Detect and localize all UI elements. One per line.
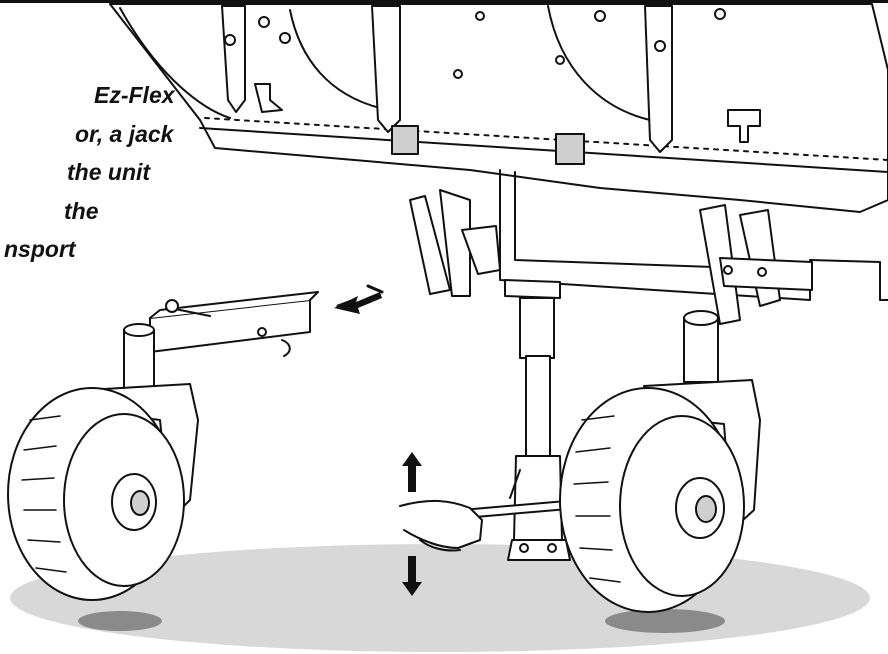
caption-line: the xyxy=(64,197,99,224)
direction-arrows xyxy=(334,284,422,596)
caption-line: nsport xyxy=(4,236,76,262)
left-caster-wheel xyxy=(7,383,199,601)
right-caster-wheel xyxy=(559,310,761,613)
carrier-frame xyxy=(409,169,888,325)
caption-line: or, a jack xyxy=(75,120,174,147)
bottle-jack xyxy=(437,297,581,561)
detached-hitch-arm xyxy=(123,291,319,395)
caption-line: the unit xyxy=(67,159,151,185)
page-top-rule xyxy=(0,0,888,3)
hand xyxy=(399,499,483,552)
mower-deck xyxy=(109,3,888,213)
caption-line: Ez-Flex xyxy=(94,82,175,108)
instruction-caption: Ez-Flex or, a jack the unit the nsport xyxy=(4,76,184,269)
